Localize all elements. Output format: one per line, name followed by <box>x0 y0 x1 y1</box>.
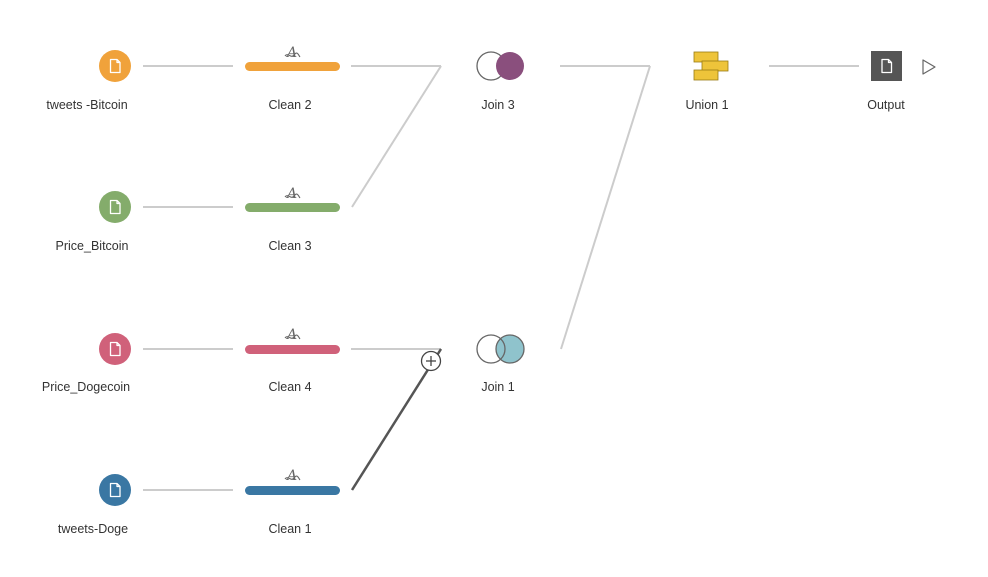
clean-bar[interactable] <box>245 486 340 495</box>
clean-bar[interactable] <box>245 62 340 71</box>
input-label-tweets-doge: tweets-Doge <box>57 522 129 536</box>
play-icon <box>922 59 936 75</box>
clean-bar[interactable] <box>245 345 340 354</box>
output-node[interactable] <box>871 51 902 81</box>
connectors <box>143 65 859 491</box>
clean-label-clean-2: Clean 2 <box>268 98 312 112</box>
clean-node-clean-4[interactable]: A <box>245 327 340 354</box>
clean-label-clean-3: Clean 3 <box>268 239 312 253</box>
output-file-icon <box>881 58 893 74</box>
input-node-price-bitcoin[interactable] <box>99 191 131 223</box>
join-node-join-1[interactable] <box>476 334 525 364</box>
input-circle[interactable] <box>99 333 131 365</box>
svg-text:A: A <box>285 45 297 61</box>
union-label-union-1: Union 1 <box>685 98 729 112</box>
input-node-tweets-doge[interactable] <box>99 474 131 506</box>
output-label: Output <box>867 98 905 112</box>
run-flow-button[interactable] <box>922 59 936 75</box>
join-label-join-3: Join 3 <box>481 98 515 112</box>
input-node-price-dogecoin[interactable] <box>99 333 131 365</box>
join-icon <box>476 51 524 81</box>
svg-text:A: A <box>285 468 297 484</box>
clean-step-icon: A <box>284 186 301 202</box>
file-icon <box>109 199 121 215</box>
input-circle[interactable] <box>99 191 131 223</box>
join-node-join-3[interactable] <box>476 51 524 81</box>
connector-clean1-join1[interactable] <box>350 348 443 491</box>
clean-step-icon: A <box>284 45 301 61</box>
svg-text:A: A <box>285 327 297 343</box>
clean-step-icon: A <box>284 327 301 343</box>
output-box[interactable] <box>871 51 902 81</box>
input-circle[interactable] <box>99 50 131 82</box>
union-node-union-1[interactable] <box>693 51 729 81</box>
connector-clean3-join3[interactable] <box>351 65 442 208</box>
plus-circle-icon <box>420 350 442 372</box>
clean-node-clean-1[interactable]: A <box>245 468 340 495</box>
clean-node-clean-3[interactable]: A <box>245 186 340 212</box>
join-icon <box>476 334 525 364</box>
connector-join1-union1[interactable] <box>560 65 651 350</box>
clean-step-icon: A <box>284 468 301 484</box>
file-icon <box>109 58 121 74</box>
clean-label-clean-4: Clean 4 <box>268 380 312 394</box>
add-step-button[interactable] <box>420 350 442 372</box>
input-circle[interactable] <box>99 474 131 506</box>
file-icon <box>109 341 121 357</box>
union-icon <box>693 51 729 81</box>
join-label-join-1: Join 1 <box>481 380 515 394</box>
input-label-tweets-bitcoin: tweets -Bitcoin <box>46 98 128 112</box>
svg-text:A: A <box>285 186 297 202</box>
input-node-tweets-bitcoin[interactable] <box>99 50 131 82</box>
input-label-price-bitcoin: Price_Bitcoin <box>55 239 129 253</box>
clean-node-clean-2[interactable]: A <box>245 45 340 71</box>
file-icon <box>109 482 121 498</box>
clean-label-clean-1: Clean 1 <box>268 522 312 536</box>
input-label-price-dogecoin: Price_Dogecoin <box>41 380 131 394</box>
clean-bar[interactable] <box>245 203 340 212</box>
